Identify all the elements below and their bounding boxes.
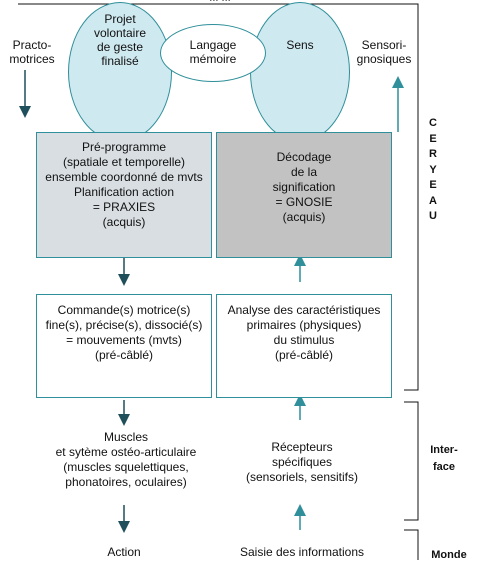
right-label: Sensori- gnosiques bbox=[356, 38, 412, 66]
left-label: Practo- motrices bbox=[9, 38, 55, 66]
ellipse-sens-text: Sens bbox=[286, 38, 314, 52]
box-preprogramme-text: Pré-programme (spatiale et temporelle) e… bbox=[45, 140, 203, 229]
box-decodage bbox=[216, 132, 392, 258]
text-recepteurs: Récepteurs spécifiques (sensoriels, sens… bbox=[245, 440, 359, 484]
box-commande bbox=[36, 294, 212, 398]
ellipse-langage bbox=[160, 24, 266, 82]
text-action: Action bbox=[107, 545, 141, 559]
text-muscles: Muscles et sytème ostéo-articulaire (mus… bbox=[55, 430, 197, 489]
section-monde: Monde bbox=[431, 549, 467, 561]
text-saisie: Saisie des informations bbox=[239, 545, 365, 559]
ellipse-sens bbox=[250, 2, 350, 142]
section-cerveau: C E R Y E A U bbox=[429, 117, 437, 222]
box-analyse-text: Analyse des caractéristiques primaires (… bbox=[227, 303, 381, 362]
box-decodage-text: Décodage de la signification = GNOSIE (a… bbox=[272, 150, 336, 224]
bracket-interface bbox=[404, 401, 419, 521]
top-cut-text: ... ... bbox=[130, 0, 310, 5]
ellipse-projet bbox=[68, 2, 172, 142]
box-analyse bbox=[216, 294, 392, 398]
box-preprogramme bbox=[36, 132, 212, 258]
bracket-cerveau bbox=[404, 3, 419, 391]
ellipse-langage-text: Langage mémoire bbox=[189, 38, 237, 66]
box-commande-text: Commande(s) motrice(s) fine(s), précise(… bbox=[45, 303, 203, 362]
bracket-monde bbox=[404, 529, 419, 560]
ellipse-projet-text: Projet volontaire de geste finalisé bbox=[93, 12, 147, 68]
section-interface: Inter- face bbox=[430, 444, 458, 473]
